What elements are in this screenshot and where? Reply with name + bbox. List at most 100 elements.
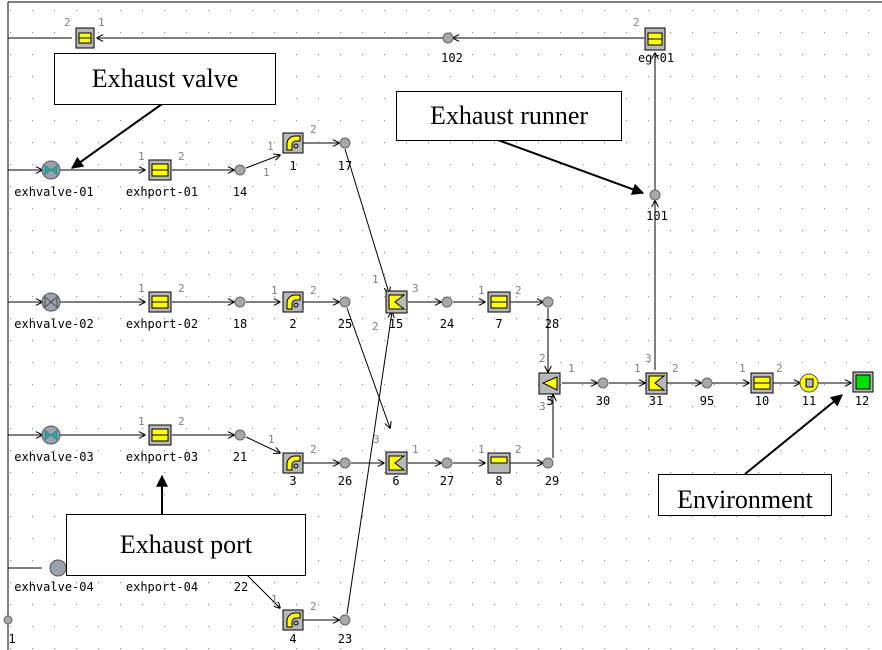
svg-text:2: 2 — [310, 600, 317, 613]
label-17: 17 — [338, 159, 352, 173]
svg-text:1: 1 — [739, 362, 746, 375]
node-95-icon[interactable] — [701, 377, 713, 389]
pipe-egr01-icon[interactable] — [644, 27, 666, 51]
node-17-icon[interactable] — [339, 137, 351, 149]
port-numbers: 2 1 2 1 2 1 1 2 1 2 1 2 1 2 3 1 2 2 1 3 … — [64, 16, 783, 613]
svg-text:3: 3 — [539, 400, 546, 413]
pipe-exhport-02-icon[interactable] — [148, 291, 172, 313]
node-28-icon[interactable] — [542, 296, 554, 308]
bend-4-icon[interactable] — [282, 609, 304, 631]
node-21-icon[interactable] — [234, 429, 246, 441]
node-5-partial-icon — [3, 615, 13, 625]
svg-text:1: 1 — [478, 284, 485, 297]
label-8: 8 — [495, 474, 502, 488]
svg-text:1: 1 — [271, 593, 278, 606]
node-101-icon[interactable] — [649, 189, 661, 201]
svg-text:2: 2 — [310, 284, 317, 297]
pipe-8-icon[interactable] — [487, 452, 511, 474]
label-exhport-04: exhport-04 — [126, 580, 198, 594]
pipe-egr-return-icon[interactable] — [75, 27, 95, 49]
label-15: 15 — [389, 317, 403, 331]
callout-exhaust-port: Exhaust port — [66, 514, 306, 576]
node-23-icon[interactable] — [339, 614, 351, 626]
pipe-exhport-01-icon[interactable] — [148, 159, 172, 181]
label-26: 26 — [338, 474, 352, 488]
label-101: 101 — [646, 209, 668, 223]
node-29-icon[interactable] — [542, 457, 554, 469]
orifice-11-icon[interactable] — [799, 373, 819, 393]
node-30-icon[interactable] — [597, 377, 609, 389]
callout-environment: Environment — [658, 474, 832, 516]
svg-text:2: 2 — [64, 16, 71, 29]
node-25-icon[interactable] — [339, 296, 351, 308]
svg-text:1: 1 — [98, 16, 105, 29]
node-14-icon[interactable] — [234, 164, 246, 176]
label-6: 6 — [392, 474, 399, 488]
svg-text:2: 2 — [776, 362, 783, 375]
label-14: 14 — [233, 185, 247, 199]
callout-arrows — [71, 103, 843, 514]
pipe-7-icon[interactable] — [487, 291, 511, 313]
label-exhvalve-01: exhvalve-01 — [14, 185, 93, 199]
node-18-icon[interactable] — [234, 296, 246, 308]
pipe-exhport-03-icon[interactable] — [148, 424, 172, 446]
label-31: 31 — [649, 394, 663, 408]
label-29: 29 — [545, 474, 559, 488]
label-exhport-03: exhport-03 — [126, 450, 198, 464]
pipe-10-icon[interactable] — [750, 372, 774, 394]
label-edge-1: 1 — [8, 632, 15, 646]
node-102-icon[interactable] — [442, 32, 454, 44]
label-exhvalve-03: exhvalve-03 — [14, 450, 93, 464]
valve-exhvalve-03-icon[interactable] — [41, 425, 61, 445]
svg-text:2: 2 — [515, 443, 522, 456]
label-exhvalve-04: exhvalve-04 — [14, 580, 93, 594]
node-26-icon[interactable] — [339, 457, 351, 469]
svg-text:2: 2 — [310, 443, 317, 456]
component-labels: 102 egr01 101 exhvalve-01 exhport-01 14 … — [8, 51, 869, 646]
valve-exhvalve-01-icon[interactable] — [41, 160, 61, 180]
node-27-icon[interactable] — [441, 457, 453, 469]
svg-text:3: 3 — [412, 282, 419, 295]
connections — [8, 38, 851, 620]
svg-text:1: 1 — [568, 362, 575, 375]
svg-text:3: 3 — [373, 433, 380, 446]
junction-31-icon[interactable] — [645, 372, 668, 395]
svg-text:1: 1 — [138, 150, 145, 163]
svg-text:1: 1 — [268, 433, 275, 446]
bend-1-icon[interactable] — [282, 132, 304, 154]
svg-text:1: 1 — [634, 362, 641, 375]
environment-12-icon[interactable] — [852, 371, 874, 393]
bend-2-icon[interactable] — [282, 291, 304, 313]
label-27: 27 — [440, 474, 454, 488]
valve-exhvalve-04-icon[interactable] — [49, 559, 67, 577]
junction-15-icon[interactable] — [385, 290, 408, 314]
bend-3-icon[interactable] — [282, 452, 304, 474]
svg-text:1: 1 — [412, 443, 419, 456]
callout-exhaust-valve: Exhaust valve — [54, 53, 276, 105]
valve-exhvalve-02-icon[interactable] — [41, 292, 61, 312]
svg-text:3: 3 — [645, 352, 652, 365]
svg-text:2: 2 — [672, 362, 679, 375]
junction-5-icon[interactable] — [538, 372, 561, 395]
svg-text:1: 1 — [138, 415, 145, 428]
callout-exhaust-runner: Exhaust runner — [396, 91, 622, 141]
svg-text:2: 2 — [633, 16, 640, 29]
label-egr01: egr01 — [638, 51, 674, 65]
node-24-icon[interactable] — [441, 296, 453, 308]
svg-text:2: 2 — [178, 150, 185, 163]
label-exhport-01: exhport-01 — [126, 185, 198, 199]
junction-6-icon[interactable] — [385, 451, 408, 475]
label-24: 24 — [440, 317, 454, 331]
label-7: 7 — [495, 317, 502, 331]
svg-text:2: 2 — [515, 284, 522, 297]
label-11: 11 — [802, 394, 816, 408]
label-12: 12 — [855, 394, 869, 408]
label-102: 102 — [441, 51, 463, 65]
label-3: 3 — [289, 474, 296, 488]
svg-text:2: 2 — [178, 282, 185, 295]
label-4: 4 — [289, 632, 296, 646]
label-2: 2 — [289, 317, 296, 331]
svg-text:2: 2 — [310, 123, 317, 136]
label-95: 95 — [700, 394, 714, 408]
label-1: 1 — [289, 159, 296, 173]
